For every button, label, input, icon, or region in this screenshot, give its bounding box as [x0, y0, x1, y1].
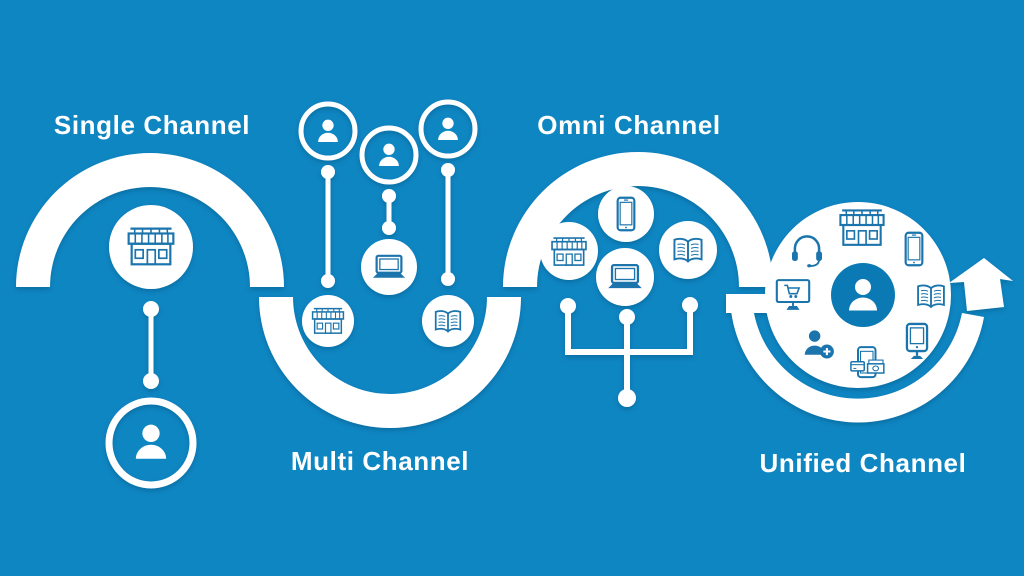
single-store-circle: [109, 205, 193, 289]
customer-person-icon: [438, 117, 458, 140]
up-arrow-icon: [949, 258, 1013, 311]
customer-person-icon: [379, 143, 399, 166]
single-channel-group: [16, 153, 284, 489]
customer-person-icon: [318, 119, 338, 142]
connector-dot: [143, 301, 159, 317]
single-channel-arc: [16, 153, 284, 287]
omni-channel-arc: [503, 152, 773, 287]
omni-merge-connector: [565, 305, 693, 398]
multi-channel-arc: [259, 297, 521, 428]
multi-store-circle: [302, 295, 354, 347]
connector-dot: [682, 297, 698, 313]
single-channel-label: Single Channel: [53, 110, 251, 140]
connector-dot: [321, 274, 335, 288]
omni-store-circle: [540, 222, 598, 280]
multi-laptop-circle: [361, 239, 417, 295]
connector-dot: [143, 373, 159, 389]
multi-channel-label: Multi Channel: [290, 446, 470, 476]
connector-dot: [382, 221, 396, 235]
connector-dot: [618, 389, 636, 407]
multi-customer-ring: [359, 125, 419, 185]
connector-dot: [619, 309, 635, 325]
omni-channel-label: Omni Channel: [537, 110, 721, 140]
multi-customer-ring: [418, 99, 478, 159]
omni-laptop-circle: [596, 248, 654, 306]
icon-layer: [127, 117, 945, 459]
connector-dot: [441, 163, 455, 177]
customer-person-icon: [135, 424, 167, 459]
white-wave-layer: [16, 99, 1013, 489]
single-customer-ring: [105, 397, 197, 489]
unified-channel-label: Unified Channel: [759, 448, 967, 478]
multi-customer-ring: [298, 101, 358, 161]
connector-dot: [321, 165, 335, 179]
connector-dot: [382, 189, 396, 203]
unified-circular-arrow-band: [730, 295, 984, 423]
connector-dot: [560, 298, 576, 314]
connector-dot: [441, 272, 455, 286]
omni-phone-circle: [598, 186, 654, 242]
